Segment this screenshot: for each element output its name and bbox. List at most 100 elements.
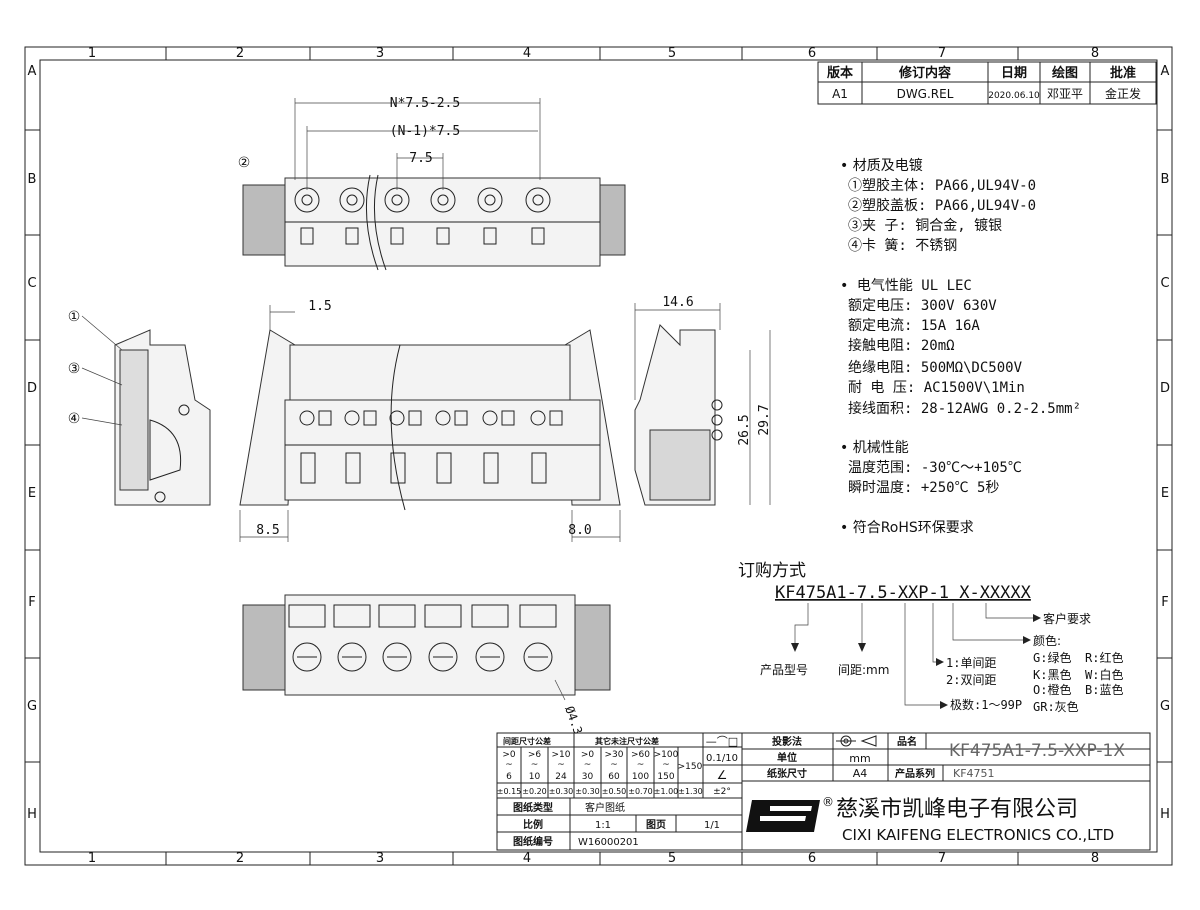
tol-range-min: >0 (581, 750, 595, 760)
callout-3: ③ (68, 361, 81, 377)
dim-pitch: 7.5 (409, 151, 432, 166)
rev-drawn: 邓亚平 (1047, 87, 1083, 101)
grid-column-label: 3 (376, 851, 384, 866)
dim-latch-offset: 1.5 (308, 299, 331, 314)
spec-material-title: • 材质及电镀 (840, 157, 923, 174)
svg-text:~: ~ (637, 760, 645, 770)
svg-text:~: ~ (662, 760, 670, 770)
screw-head (477, 187, 503, 213)
tol-range-min: >10 (552, 750, 571, 760)
grid-column-label: 5 (668, 851, 676, 866)
tb-projection-label: 投影法 (772, 735, 802, 748)
grid-row-label: C (27, 276, 36, 291)
tb-series-label: 产品系列 (895, 767, 935, 780)
tol-value: ±0.50 (602, 787, 627, 796)
wire-entry (300, 452, 316, 484)
spec-material-1: ①塑胶主体: PA66,UL94V-0 (848, 177, 1036, 194)
tb-unit: mm (849, 752, 870, 765)
dim-depth: 14.6 (662, 295, 693, 310)
grid-row-label: G (27, 699, 37, 714)
dim-height-total: 29.7 (757, 404, 772, 435)
grid-column-label: 8 (1091, 46, 1099, 61)
screw-access (299, 410, 315, 426)
grid-row-label: G (1160, 699, 1170, 714)
tol-value: ±0.30 (549, 787, 574, 796)
screw-head (339, 187, 365, 213)
grid-column-label: 4 (523, 46, 531, 61)
grid-column-label: 5 (668, 46, 676, 61)
tol-range-max: 100 (632, 772, 649, 782)
grid-row-label: F (1161, 595, 1168, 610)
dim-pitch-span: (N-1)*7.5 (390, 124, 460, 139)
callout-4: ④ (68, 411, 81, 427)
tb-page-label: 图页 (646, 819, 666, 831)
grid-row-label: F (28, 595, 35, 610)
tb-form-symbols: —⌒□ (706, 735, 738, 748)
svg-text:~: ~ (610, 760, 618, 770)
tol-range-max: 150 (657, 772, 674, 782)
tol-value: ±0.15 (497, 787, 522, 796)
rev-approved: 金正发 (1105, 86, 1141, 101)
spec-mechanical-2: 瞬时温度: +250℃ 5秒 (848, 480, 999, 496)
tol-range-min: >100 (654, 750, 679, 760)
grid-column-label: 1 (88, 851, 96, 866)
spec-electrical-4: 绝缘电阻: 500MΩ\DC500V (848, 360, 1023, 376)
grid-row-label: A (28, 64, 37, 79)
tol-value: ±0.30 (575, 787, 600, 796)
wire-entry (345, 452, 361, 484)
specifications: • 材质及电镀 ①塑胶主体: PA66,UL94V-0 ②塑胶盖板: PA66,… (840, 157, 1081, 536)
wire-hole (475, 642, 505, 672)
label-double-pitch: 2:双间距 (946, 673, 996, 687)
dim-right-end: 8.0 (568, 523, 591, 538)
dim-left-end: 8.5 (256, 523, 279, 538)
tb-page: 1/1 (704, 820, 720, 831)
tol-range-max: 30 (582, 772, 594, 782)
ordering-info: 订购方式 KF475A1-7.5-XXP-1 X-XXXXX 产品型号 间距:m… (738, 561, 1123, 714)
dim-height-body: 26.5 (737, 414, 752, 445)
dim-overall-length: N*7.5-2.5 (390, 96, 460, 111)
svg-text:~: ~ (531, 760, 539, 770)
grid-row-label: H (27, 807, 37, 822)
tol-value: ±1.00 (654, 787, 679, 796)
wire-hole (428, 642, 458, 672)
tb-type-label: 图纸类型 (513, 801, 553, 814)
wire-hole (337, 642, 367, 672)
label-poles: 极数:1～99P (950, 697, 1022, 712)
rev-header-date: 日期 (1001, 66, 1027, 81)
grid-column-label: 4 (523, 851, 531, 866)
tb-angle-symbol: ∠ (717, 768, 728, 782)
tb-over150: >150 (678, 762, 703, 772)
grid-column-label: 6 (808, 46, 816, 61)
tb-flatness: 0.1/10 (706, 753, 738, 764)
tb-company-cn: 慈溪市凯峰电子有限公司 (836, 797, 1078, 822)
screw-access (389, 410, 405, 426)
grid-row-label: D (27, 381, 37, 396)
rev-header-approved: 批准 (1110, 65, 1136, 81)
tb-number-label: 图纸编号 (513, 835, 553, 848)
spec-mechanical-1: 温度范围: -30℃～+105℃ (848, 459, 1022, 476)
wire-entry (531, 452, 547, 484)
wire-entry (483, 452, 499, 484)
screw-access (482, 410, 498, 426)
label-product-model: 产品型号 (760, 663, 808, 677)
svg-text:~: ~ (505, 760, 513, 770)
front-view: 1.5 8.5 8.0 (239, 299, 621, 542)
label-single-pitch: 1:单间距 (946, 656, 996, 670)
tb-product-name: KF475A1-7.5-XXP-1X (949, 741, 1125, 761)
tb-paper-label: 纸张尺寸 (767, 767, 807, 780)
tol-range-max: 10 (529, 772, 541, 782)
left-side-view: ① ③ ④ (68, 309, 211, 506)
tol-range-min: >6 (528, 750, 542, 760)
tb-other-tol: 其它未注尺寸公差 (595, 736, 659, 746)
revision-table: 版本 修订内容 日期 绘图 批准 A1 DWG.REL 2020.06.10 邓… (817, 61, 1157, 105)
tb-scale-label: 比例 (523, 818, 543, 831)
spec-electrical-6: 接线面积: 28-12AWG 0.2-2.5mm² (848, 400, 1081, 417)
rev-header-drawn: 绘图 (1052, 65, 1078, 81)
outer-frame (24, 46, 1173, 866)
bottom-view: Ø4.3 (242, 594, 611, 736)
grid-row-label: E (28, 486, 36, 501)
grid-row-label: B (1161, 172, 1170, 187)
